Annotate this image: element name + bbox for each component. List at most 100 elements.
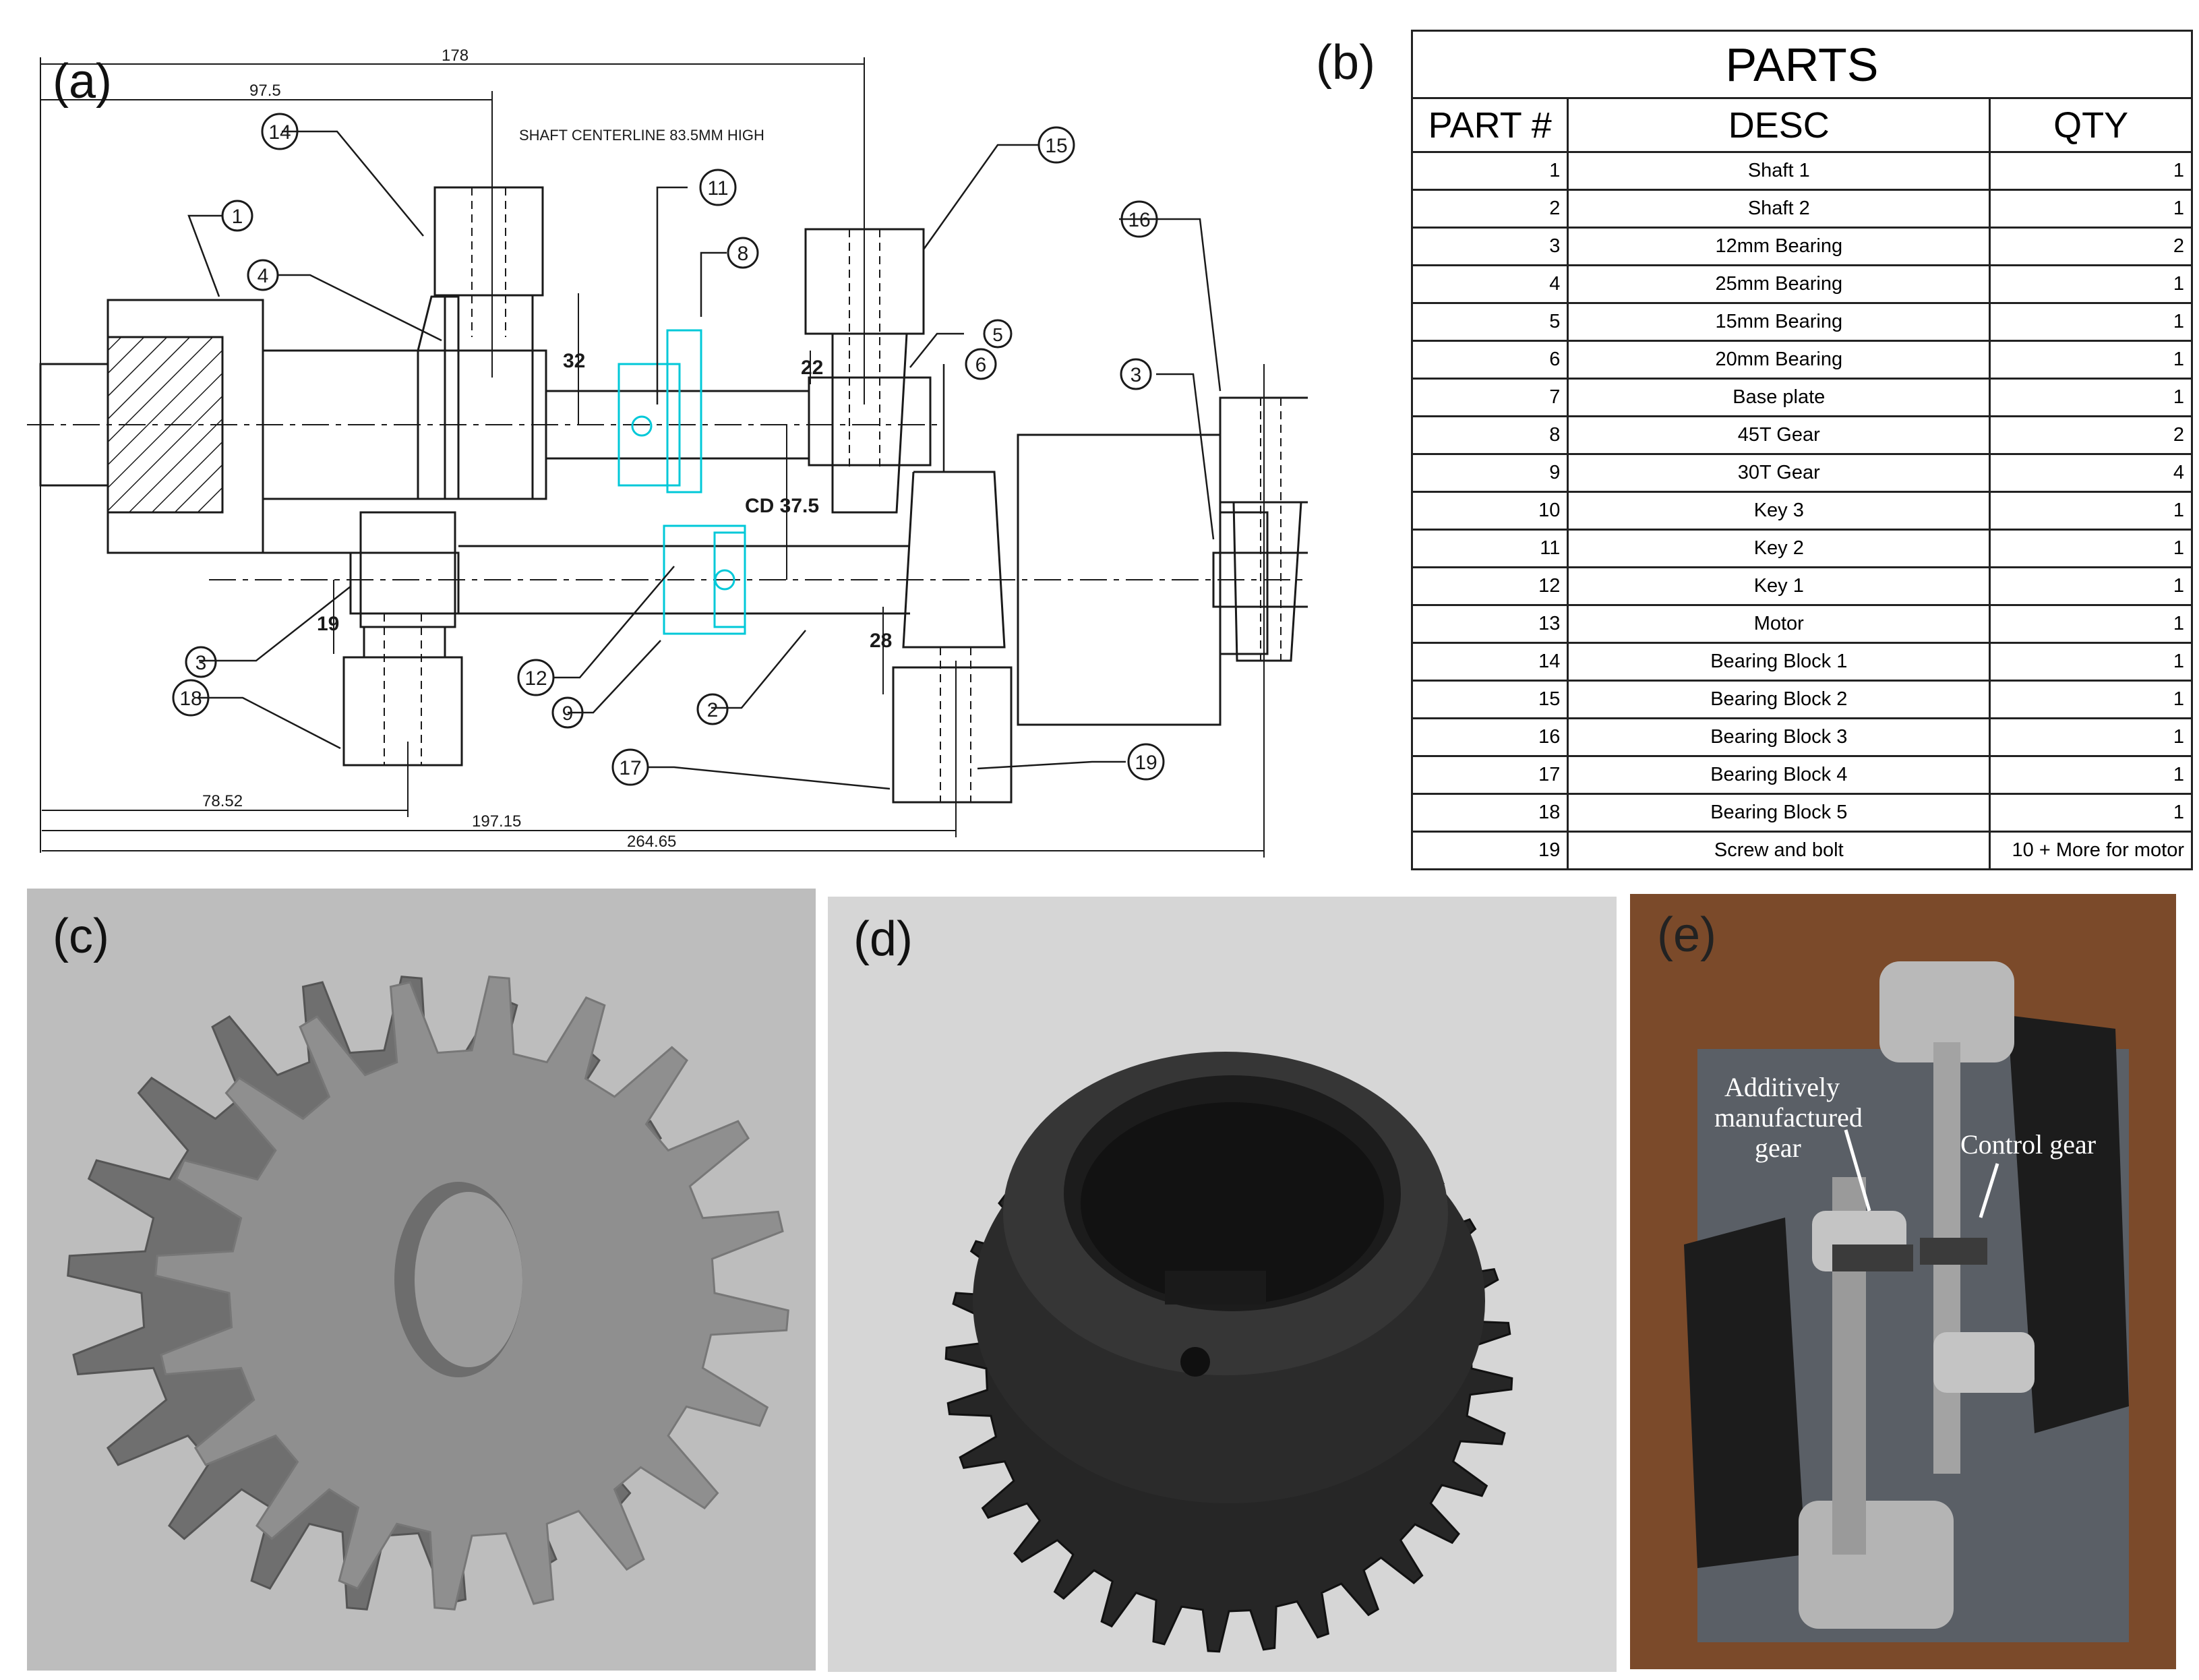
part-number-cell: 18 xyxy=(1410,793,1569,833)
svg-text:19: 19 xyxy=(1135,752,1157,774)
balloon-19: 19 xyxy=(1127,743,1165,781)
description-cell: 45T Gear xyxy=(1567,415,1991,455)
dim-197-15: 197.15 xyxy=(472,812,521,831)
svg-text:3: 3 xyxy=(195,652,207,674)
dim-97-5: 97.5 xyxy=(249,82,281,100)
quantity-cell: 1 xyxy=(1989,793,2193,833)
table-title: PARTS xyxy=(1411,30,2193,99)
svg-text:5: 5 xyxy=(992,324,1003,345)
quantity-cell: 1 xyxy=(1989,340,2193,380)
description-cell: Bearing Block 1 xyxy=(1567,642,1991,682)
balloon-1: 1 xyxy=(221,200,253,232)
technical-drawing-panel: 178 97.5 SHAFT CENTERLINE 83.5MM HIGH 32… xyxy=(0,0,1308,876)
dim-cd: CD 37.5 xyxy=(745,495,819,517)
annotation-am-gear-line3: gear xyxy=(1755,1133,1801,1163)
dim-32: 32 xyxy=(563,350,585,372)
description-cell: 25mm Bearing xyxy=(1567,264,1991,304)
quantity-cell: 1 xyxy=(1989,680,2193,719)
annotation-am-gear-line1: Additively xyxy=(1724,1072,1840,1102)
lower-shaft-assembly xyxy=(263,433,1269,804)
dim-264-65: 264.65 xyxy=(627,833,676,851)
assembly-drawing: 178 97.5 SHAFT CENTERLINE 83.5MM HIGH 32… xyxy=(27,47,1308,858)
quantity-cell: 1 xyxy=(1989,566,2193,606)
quantity-cell: 10 + More for motor xyxy=(1989,831,2193,870)
test-rig-image: Additively manufactured gear Control gea… xyxy=(1630,894,2176,1669)
description-cell: Bearing Block 5 xyxy=(1567,793,1991,833)
svg-text:4: 4 xyxy=(258,265,269,287)
svg-text:3: 3 xyxy=(1131,364,1142,386)
dimension-labels: 178 97.5 SHAFT CENTERLINE 83.5MM HIGH 32… xyxy=(202,47,892,851)
svg-text:12: 12 xyxy=(524,667,547,690)
leader-lines xyxy=(187,130,1222,790)
col-header-qty: QTY xyxy=(1989,97,2193,153)
part-number-cell: 19 xyxy=(1410,831,1569,870)
description-cell: Base plate xyxy=(1567,378,1991,417)
quantity-cell: 1 xyxy=(1989,151,2193,191)
description-cell: Key 3 xyxy=(1567,491,1991,531)
balloon-17: 17 xyxy=(611,748,649,786)
svg-text:16: 16 xyxy=(1128,209,1150,231)
quantity-cell: 1 xyxy=(1989,604,2193,644)
quantity-cell: 1 xyxy=(1989,264,2193,304)
description-cell: Key 1 xyxy=(1567,566,1991,606)
part-number-cell: 7 xyxy=(1410,378,1569,417)
svg-text:14: 14 xyxy=(268,121,291,144)
svg-text:11: 11 xyxy=(707,177,728,200)
quantity-cell: 1 xyxy=(1989,378,2193,417)
panel-label-a: (a) xyxy=(53,55,112,109)
part-balloons: 1 4 14 11 8 15 16 5 6 3 3 18 12 9 2 17 1… xyxy=(172,113,1165,786)
balloon-2: 2 xyxy=(696,693,729,725)
balloon-15: 15 xyxy=(1037,126,1075,164)
description-cell: Bearing Block 4 xyxy=(1567,755,1991,795)
annotation-control-gear: Control gear xyxy=(1960,1129,2096,1160)
part-number-cell: 16 xyxy=(1410,717,1569,757)
test-rig-photo-panel: Additively manufactured gear Control gea… xyxy=(1630,894,2176,1669)
part-number-cell: 2 xyxy=(1410,189,1569,229)
svg-text:18: 18 xyxy=(179,688,202,710)
bearing-block-16 xyxy=(1212,396,1308,662)
balloon-14: 14 xyxy=(261,113,299,150)
description-cell: 30T Gear xyxy=(1567,453,1991,493)
svg-text:1: 1 xyxy=(232,206,243,228)
col-header-part-num: PART # xyxy=(1410,97,1569,153)
quantity-cell: 1 xyxy=(1989,302,2193,342)
cad-gear-render-panel: (c) xyxy=(27,889,816,1671)
dim-22: 22 xyxy=(801,357,823,379)
upper-shaft-assembly xyxy=(39,295,932,554)
cad-gear-image xyxy=(27,889,816,1671)
dim-78-52: 78.52 xyxy=(202,792,243,810)
description-cell: Key 2 xyxy=(1567,529,1991,568)
annotation-am-gear-line2: manufactured xyxy=(1714,1102,1863,1133)
quantity-cell: 1 xyxy=(1989,642,2193,682)
svg-text:8: 8 xyxy=(737,243,749,265)
part-number-cell: 14 xyxy=(1410,642,1569,682)
panel-label-e: (e) xyxy=(1657,908,1716,962)
panel-label-b: (b) xyxy=(1316,36,1375,90)
part-number-cell: 6 xyxy=(1410,340,1569,380)
balloon-3-right: 3 xyxy=(1120,358,1152,390)
panel-label-d: (d) xyxy=(853,912,913,966)
quantity-cell: 1 xyxy=(1989,491,2193,531)
balloon-3-left: 3 xyxy=(185,646,217,678)
balloon-6: 6 xyxy=(965,348,997,380)
printed-gear-photo-panel: (d) xyxy=(828,897,1617,1672)
svg-text:17: 17 xyxy=(619,757,641,779)
balloon-16: 16 xyxy=(1120,200,1158,238)
part-number-cell: 10 xyxy=(1410,491,1569,531)
quantity-cell: 1 xyxy=(1989,755,2193,795)
part-number-cell: 8 xyxy=(1410,415,1569,455)
dim-19-left: 19 xyxy=(317,613,339,635)
quantity-cell: 4 xyxy=(1989,453,2193,493)
description-cell: Bearing Block 2 xyxy=(1567,680,1991,719)
